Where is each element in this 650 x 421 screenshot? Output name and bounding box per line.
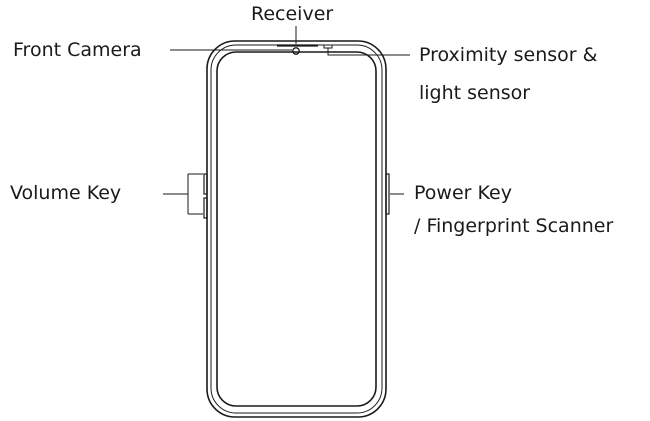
light-sensor-label: light sensor <box>419 82 531 104</box>
front-camera-lens <box>292 47 300 55</box>
volume-down-key <box>203 197 208 219</box>
power-key <box>385 173 390 215</box>
phone-bezel <box>210 44 383 414</box>
volume-key-label: Volume Key <box>10 182 122 204</box>
proximity-sensor <box>323 44 333 49</box>
power-key-label: Power Key <box>414 182 512 204</box>
fingerprint-scanner-label: / Fingerprint Scanner <box>414 215 614 237</box>
proximity-sensor-label: Proximity sensor & <box>419 44 598 66</box>
front-camera-label: Front Camera <box>13 39 142 61</box>
phone-outer-frame <box>206 40 387 418</box>
proximity-leader-line <box>327 48 410 56</box>
phone-screen <box>216 51 377 407</box>
volume-up-key <box>203 173 208 195</box>
receiver-label: Receiver <box>251 3 334 25</box>
